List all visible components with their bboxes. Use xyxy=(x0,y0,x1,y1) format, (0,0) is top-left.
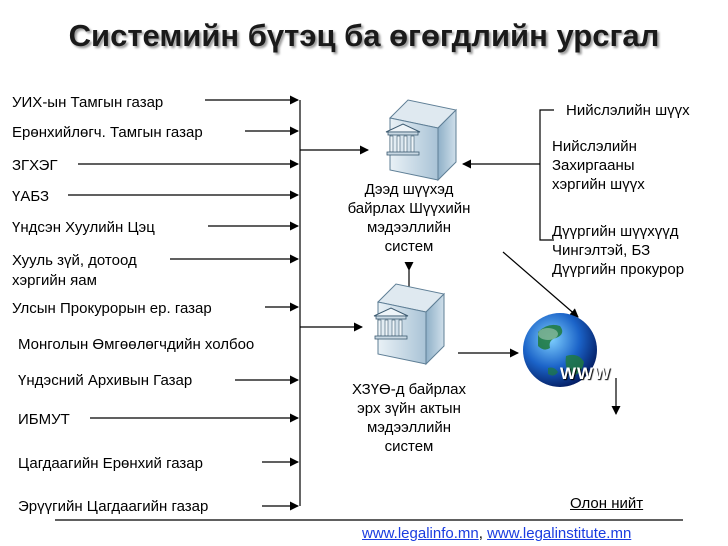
source-label: УИХ-ын Тамгын газар xyxy=(12,94,164,111)
source-label: Улсын Прокурорын ер. газар xyxy=(12,300,212,317)
source-label: ЗГХЭГ xyxy=(12,157,58,174)
court-line: Захиргааны xyxy=(552,157,635,174)
source-label: хэргийн яам xyxy=(12,272,97,289)
source-label: Эрүүгийн Цагдаагийн газар xyxy=(18,498,209,515)
arrow-system-to-internet xyxy=(502,251,579,318)
public-label: Олон нийт xyxy=(570,495,644,512)
caption-line: мэдээллийн xyxy=(366,419,452,436)
court-line: Дүүргийн шүүхүүд xyxy=(552,223,679,240)
caption-line: байрлах Шүүхийн xyxy=(347,200,471,217)
court-line: хэргийн шүүх xyxy=(552,176,645,193)
source-label: Үндсэн Хуулийн Цэц xyxy=(12,219,155,236)
caption-line: мэдээллийн xyxy=(366,219,452,236)
caption-line: эрх зүйн актын xyxy=(357,400,461,417)
court-system-caption: Дээд шүүхэд байрлах Шүүхийн мэдээллийн с… xyxy=(334,180,484,256)
district-court-label: Дүүргийн шүүхүүд Чингэлтэй, БЗ Дүүргийн … xyxy=(552,222,684,279)
caption-line: ХЗҮӨ-д байрлах xyxy=(351,381,467,398)
source-arrows xyxy=(68,95,299,511)
source-label: Цагдаагийн Ерөнхий газар xyxy=(18,455,203,472)
source-label: ИБМУТ xyxy=(18,411,70,428)
database-building-icon xyxy=(373,283,446,366)
capital-court-label: Нийслэлийн шүүх xyxy=(566,102,690,119)
source-label: Үндэсний Архивын Газар xyxy=(18,372,193,389)
legal-acts-system-caption: ХЗҮӨ-д байрлах эрх зүйн актын мэдээллийн… xyxy=(334,380,484,456)
admin-court-label: Нийслэлийн Захиргааны хэргийн шүүх xyxy=(552,137,645,194)
link-separator: , xyxy=(478,525,488,542)
website-links: www.legalinfo.mn, www.legalinstitute.mn xyxy=(362,524,631,543)
source-label: Ерөнхийлөгч. Тамгын газар xyxy=(12,124,203,141)
legalinstitute-link[interactable]: www.legalinstitute.mn xyxy=(487,525,632,542)
caption-line: систем xyxy=(384,438,434,455)
database-building-icon xyxy=(385,99,458,182)
source-label: ҮАБЗ xyxy=(12,188,50,205)
caption-line: систем xyxy=(384,238,434,255)
source-label: Монголын Өмгөөлөгчдийн холбоо xyxy=(18,336,255,353)
page-title: Системийн бүтэц ба өгөгдлийн урсгал xyxy=(68,18,660,53)
caption-line: Дээд шүүхэд xyxy=(364,181,454,198)
court-line: Дүүргийн прокурор xyxy=(552,261,685,278)
www-label: WWW xyxy=(560,364,612,383)
court-line: Чингэлтэй, БЗ xyxy=(552,242,651,259)
courts-bracket xyxy=(539,109,554,241)
legalinfo-link[interactable]: www.legalinfo.mn xyxy=(362,525,479,542)
globe-icon xyxy=(523,313,597,387)
source-label: Хууль зүй, дотоод xyxy=(12,252,137,269)
court-line: Нийслэлийн xyxy=(552,138,637,155)
